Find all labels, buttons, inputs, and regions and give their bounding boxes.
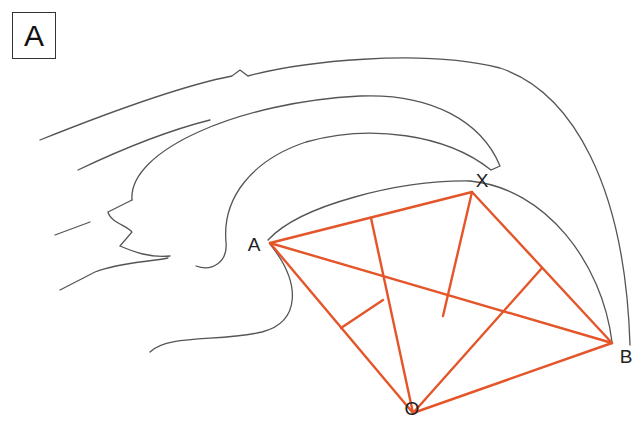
bisector-line xyxy=(443,192,472,316)
point-label: O xyxy=(405,398,420,417)
geometric-construction xyxy=(270,192,612,413)
upper-contour xyxy=(78,120,210,170)
quadrilateral xyxy=(270,192,612,413)
left-contour xyxy=(108,200,170,256)
panel-label-box: A xyxy=(12,12,56,59)
diagonal-line xyxy=(270,243,612,343)
point-label: B xyxy=(620,347,633,366)
bisector-line xyxy=(341,300,383,328)
panel-letter: A xyxy=(24,21,44,51)
point-label: A xyxy=(248,235,261,254)
bisector-line xyxy=(413,268,542,413)
point-label: X xyxy=(476,171,489,190)
bisector-line xyxy=(371,218,413,413)
hippocampal-contour xyxy=(268,181,612,342)
lower-contour xyxy=(150,244,292,352)
left-contour xyxy=(60,258,168,290)
brain-outline xyxy=(40,58,630,352)
left-contour xyxy=(55,222,90,235)
outer-contour xyxy=(40,58,630,345)
